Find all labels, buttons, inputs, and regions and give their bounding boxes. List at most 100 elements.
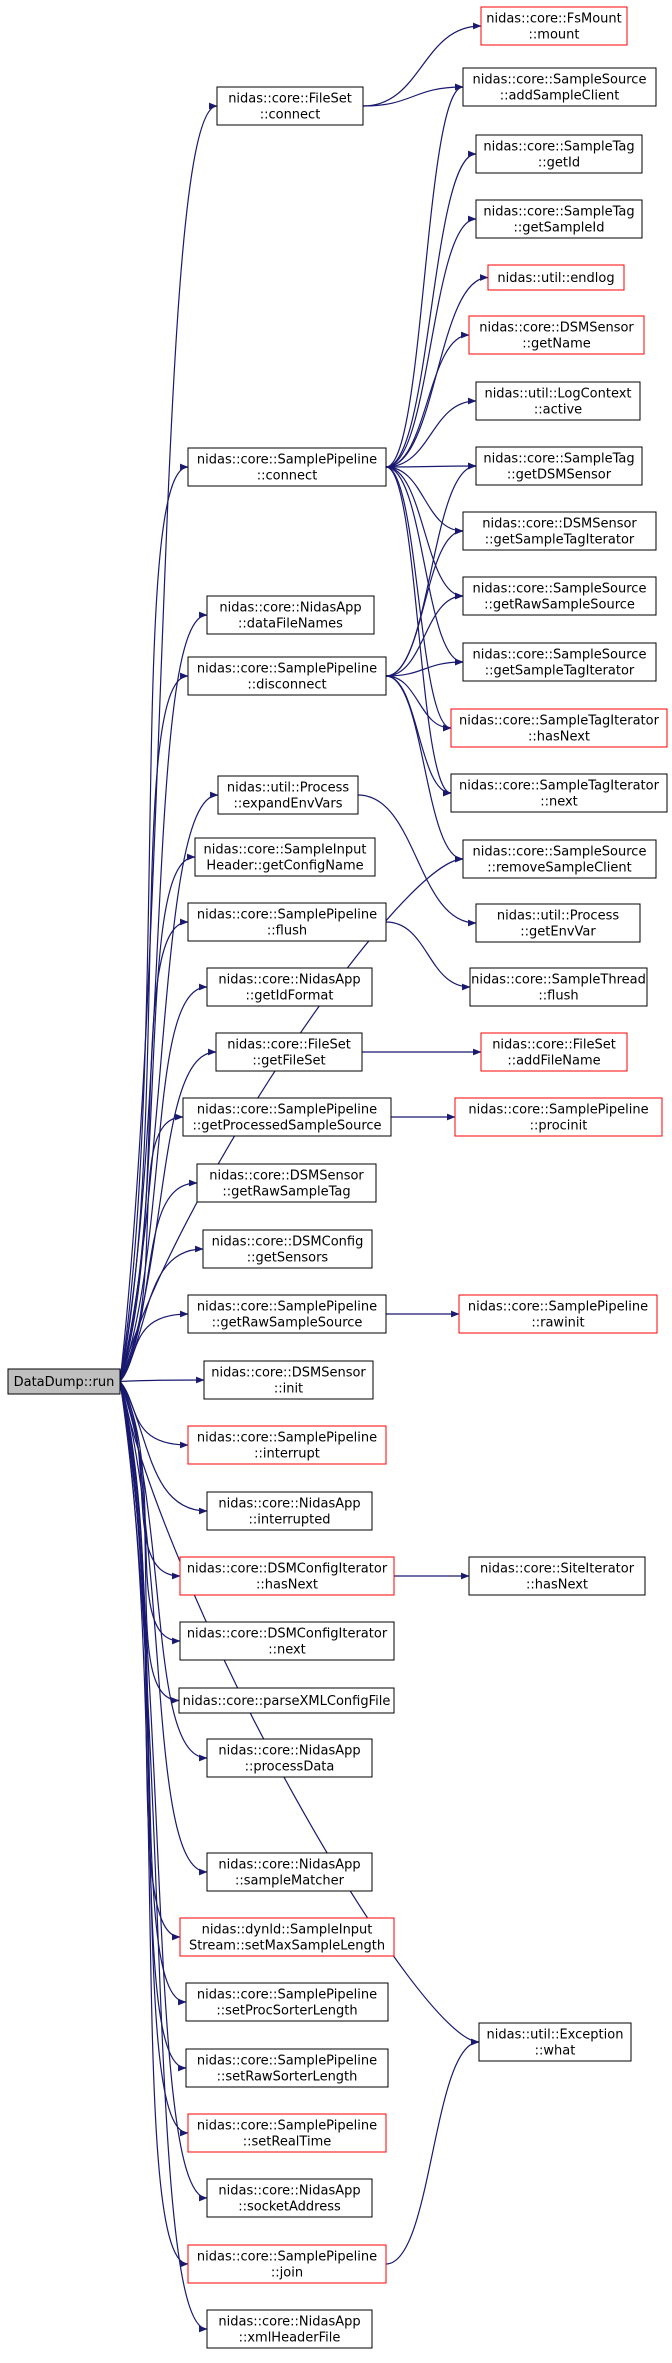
node-dsmconfig_getSensors[interactable]: nidas::core::DSMConfig::getSensors (202, 1229, 373, 1269)
node-sp_setRawSorterLength[interactable]: nidas::core::SamplePipeline::setRawSorte… (185, 2048, 389, 2088)
node-sp_interrupt[interactable]: nidas::core::SamplePipeline::interrupt (187, 1425, 387, 1465)
node-label-na_sampleMatcher-0: nidas::core::NidasApp (218, 1858, 360, 1873)
node-fileset_addFileName[interactable]: nidas::core::FileSet::addFileName (480, 1032, 628, 1072)
node-box-na_dataFileNames (206, 595, 375, 635)
node-na_getIdFormat[interactable]: nidas::core::NidasApp::getIdFormat (206, 967, 373, 1007)
node-sp_join[interactable]: nidas::core::SamplePipeline::join (187, 2244, 387, 2284)
node-label-st_getSampleId-1: ::getSampleId (514, 221, 605, 236)
node-dci_hasNext[interactable]: nidas::core::DSMConfigIterator::hasNext (179, 1556, 395, 1596)
node-label-logctx_active-1: ::active (534, 403, 582, 418)
node-box-logctx_active (475, 381, 641, 421)
node-sti_hasNext[interactable]: nidas::core::SampleTagIterator::hasNext (450, 708, 668, 748)
edge-sp_connect-to-ss_addSampleClient (385, 83, 464, 468)
node-label-sthread_flush-1: ::flush (538, 989, 578, 1004)
node-dsm_init[interactable]: nidas::core::DSMSensor::init (203, 1360, 374, 1400)
node-box-parseXML (178, 1687, 395, 1714)
edge-sp_connect-to-dsm_getName (385, 331, 470, 468)
node-label-dsm_getName-1: ::getName (522, 337, 590, 352)
node-label-site_hasNext-1: ::hasNext (526, 1578, 588, 1593)
node-na_interrupted[interactable]: nidas::core::NidasApp::interrupted (206, 1491, 373, 1531)
edge-sp_connect-to-st_getDSMSensor (385, 462, 477, 470)
node-na_socketAddress[interactable]: nidas::core::NidasApp::socketAddress (206, 2178, 373, 2218)
node-sp_setProcSorterLength[interactable]: nidas::core::SamplePipeline::setProcSort… (185, 1982, 389, 2022)
node-na_sampleMatcher[interactable]: nidas::core::NidasApp::sampleMatcher (206, 1852, 373, 1892)
node-label-proc_getEnvVar-0: nidas::util::Process (497, 909, 619, 924)
node-fileset_connect[interactable]: nidas::core::FileSet::connect (216, 86, 364, 126)
node-sp_disconnect[interactable]: nidas::core::SamplePipeline::disconnect (187, 656, 387, 696)
node-logctx_active[interactable]: nidas::util::LogContext::active (475, 381, 641, 421)
node-label-exc_what-1: ::what (535, 2044, 576, 2059)
node-label-sti_hasNext-1: ::hasNext (528, 730, 590, 745)
node-fileset_getFileSet[interactable]: nidas::core::FileSet::getFileSet (215, 1032, 363, 1072)
node-na_processData[interactable]: nidas::core::NidasApp::processData (206, 1738, 373, 1778)
node-dsm_getName[interactable]: nidas::core::DSMSensor::getName (468, 315, 645, 355)
node-ss_getRawSampleSource[interactable]: nidas::core::SampleSource::getRawSampleS… (462, 576, 657, 616)
edge-root-to-fileset_connect (119, 102, 218, 1382)
node-sp_setRealTime[interactable]: nidas::core::SamplePipeline::setRealTime (187, 2113, 387, 2153)
node-fsmount_mount[interactable]: nidas::core::FsMount::mount (480, 6, 628, 46)
edge-sp_connect-to-sti_hasNext (385, 466, 452, 732)
node-label-na_processData-1: ::processData (245, 1760, 335, 1775)
node-box-util_endlog (487, 264, 625, 291)
node-st_getSampleId[interactable]: nidas::core::SampleTag::getSampleId (475, 199, 643, 239)
node-label-sp_flush-0: nidas::core::SamplePipeline (197, 908, 377, 923)
node-util_endlog[interactable]: nidas::util::endlog (487, 264, 625, 291)
node-na_xmlHeaderFile[interactable]: nidas::core::NidasApp::xmlHeaderFile (206, 2309, 373, 2349)
node-box-sp_disconnect (187, 656, 387, 696)
node-label-root-0: DataDump::run (14, 1375, 115, 1390)
edge-sp_connect-to-dsm_getSampleTagIterator (385, 466, 464, 535)
node-box-proc_getEnvVar (475, 903, 641, 943)
node-sih_getConfigName[interactable]: nidas::core::SampleInputHeader::getConfi… (194, 837, 376, 877)
edge-sp_flush-to-sthread_flush (385, 921, 471, 991)
node-label-sp_disconnect-1: ::disconnect (247, 678, 326, 693)
node-label-ss_removeSampleClient-0: nidas::core::SampleSource (473, 845, 647, 860)
node-label-st_getDSMSensor-0: nidas::core::SampleTag (483, 452, 634, 467)
node-box-sp_interrupt (187, 1425, 387, 1465)
node-ss_addSampleClient[interactable]: nidas::core::SampleSource::addSampleClie… (462, 67, 657, 107)
node-label-sp_setProcSorterLength-0: nidas::core::SamplePipeline (197, 1988, 377, 2003)
node-sp_flush[interactable]: nidas::core::SamplePipeline::flush (187, 902, 387, 942)
node-dsm_getSampleTagIterator[interactable]: nidas::core::DSMSensor::getSampleTagIter… (462, 511, 657, 551)
node-label-sp_flush-1: ::flush (267, 924, 307, 939)
node-st_getId[interactable]: nidas::core::SampleTag::getId (475, 134, 643, 174)
node-box-sp_setProcSorterLength (185, 1982, 389, 2022)
node-ss_removeSampleClient[interactable]: nidas::core::SampleSource::removeSampleC… (462, 839, 657, 879)
node-label-sp_setRealTime-0: nidas::core::SamplePipeline (197, 2119, 377, 2134)
node-box-dsm_getSampleTagIterator (462, 511, 657, 551)
node-dci_next[interactable]: nidas::core::DSMConfigIterator::next (179, 1621, 395, 1661)
node-st_getDSMSensor[interactable]: nidas::core::SampleTag::getDSMSensor (475, 446, 643, 486)
node-label-fileset_getFileSet-1: ::getFileSet (252, 1054, 325, 1069)
node-proc_getEnvVar[interactable]: nidas::util::Process::getEnvVar (475, 903, 641, 943)
edge-fileset_connect-to-ss_addSampleClient (362, 83, 464, 107)
node-label-sp_interrupt-1: ::interrupt (254, 1447, 320, 1462)
edge-root-to-dsm_getRawSampleTag (119, 1179, 198, 1382)
node-dsm_getRawSampleTag[interactable]: nidas::core::DSMSensor::getRawSampleTag (196, 1163, 377, 1203)
node-parseXML[interactable]: nidas::core::parseXMLConfigFile (178, 1687, 395, 1714)
node-label-na_socketAddress-1: ::socketAddress (238, 2200, 341, 2215)
edge-root-to-sp_getRawSampleSource (119, 1310, 189, 1382)
node-label-sp_getRawSampleSource-0: nidas::core::SamplePipeline (197, 1300, 377, 1315)
edge-root-to-sp_setProcSorterLength (119, 1381, 187, 2006)
node-root[interactable]: DataDump::run (7, 1368, 121, 1395)
node-label-na_xmlHeaderFile-0: nidas::core::NidasApp (218, 2315, 360, 2330)
node-sis_setMaxSampleLength[interactable]: nidas::dynld::SampleInputStream::setMaxS… (179, 1917, 395, 1957)
node-proc_expandEnvVars[interactable]: nidas::util::Process::expandEnvVars (217, 775, 359, 815)
node-sp_connect[interactable]: nidas::core::SamplePipeline::connect (187, 447, 387, 487)
edge-root-to-sp_disconnect (119, 672, 189, 1382)
node-label-dsm_init-0: nidas::core::DSMSensor (211, 1366, 366, 1381)
node-label-dsm_getName-0: nidas::core::DSMSensor (479, 321, 634, 336)
node-sti_next[interactable]: nidas::core::SampleTagIterator::next (450, 773, 668, 813)
node-label-sthread_flush-0: nidas::core::SampleThread (471, 973, 646, 988)
node-label-fileset_getFileSet-0: nidas::core::FileSet (227, 1038, 351, 1053)
node-sthread_flush[interactable]: nidas::core::SampleThread::flush (469, 967, 648, 1007)
node-box-fileset_getFileSet (215, 1032, 363, 1072)
node-ss_getSampleTagIterator[interactable]: nidas::core::SampleSource::getSampleTagI… (462, 642, 657, 682)
node-exc_what[interactable]: nidas::util::Exception::what (478, 2022, 632, 2062)
node-sp_getRawSampleSource[interactable]: nidas::core::SamplePipeline::getRawSampl… (187, 1294, 387, 1334)
edge-root-to-sp_connect (119, 463, 189, 1382)
node-site_hasNext[interactable]: nidas::core::SiteIterator::hasNext (468, 1556, 646, 1596)
node-sp_rawinit[interactable]: nidas::core::SamplePipeline::rawinit (458, 1294, 658, 1334)
node-sp_procinit[interactable]: nidas::core::SamplePipeline::procinit (454, 1097, 663, 1137)
node-sp_getProcessedSampleSource[interactable]: nidas::core::SamplePipeline::getProcesse… (182, 1097, 392, 1137)
node-na_dataFileNames[interactable]: nidas::core::NidasApp::dataFileNames (206, 595, 375, 635)
